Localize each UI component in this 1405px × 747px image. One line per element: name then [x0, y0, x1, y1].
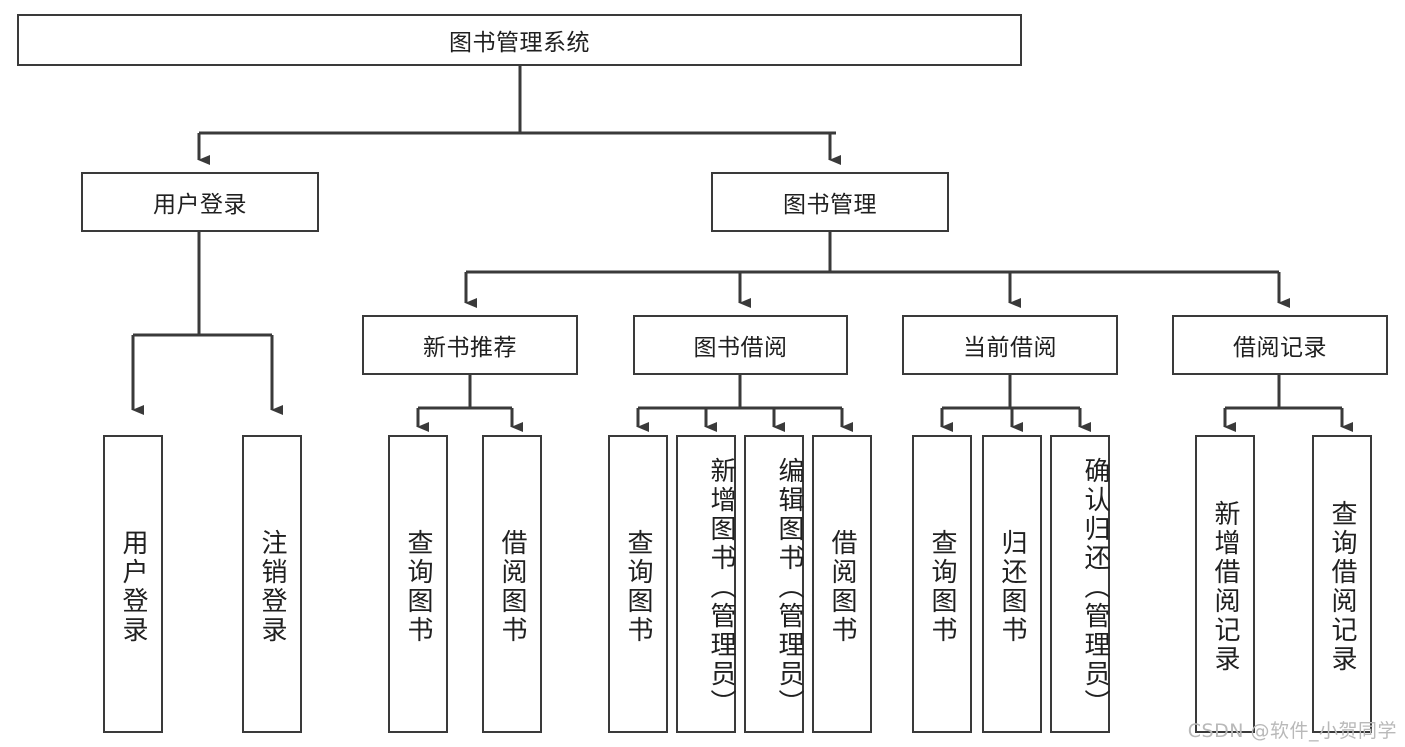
node-book-borrow-label: 图书借阅 [693, 335, 788, 361]
leaf-borrow-query-book[interactable]: 查询图书 [608, 435, 668, 733]
node-new-book-recommend[interactable]: 新书推荐 [362, 315, 578, 375]
leaf-borrow-add-book-admin[interactable]: 新增图书（管理员） [676, 435, 736, 733]
node-book-management[interactable]: 图书管理 [711, 172, 949, 232]
leaf-record-query[interactable]: 查询借阅记录 [1312, 435, 1372, 733]
leaf-user-login[interactable]: 用户登录 [103, 435, 163, 733]
node-root[interactable]: 图书管理系统 [17, 14, 1022, 66]
leaf-borrow-edit-book-admin-label: 编辑图书（管理员） [774, 456, 804, 718]
leaf-current-query-book-label: 查询图书 [927, 529, 957, 645]
leaf-borrow-query-book-label: 查询图书 [623, 529, 653, 645]
leaf-current-query-book[interactable]: 查询图书 [912, 435, 972, 733]
node-root-label: 图书管理系统 [449, 30, 590, 56]
leaf-borrow-edit-book-admin[interactable]: 编辑图书（管理员） [744, 435, 804, 733]
node-borrow-record[interactable]: 借阅记录 [1172, 315, 1388, 375]
leaf-borrow-add-book-admin-label: 新增图书（管理员） [706, 456, 736, 718]
leaf-record-query-label: 查询借阅记录 [1327, 500, 1357, 674]
watermark-text: CSDN @软件_小贺同学 [1187, 720, 1397, 742]
leaf-newbook-query-book[interactable]: 查询图书 [388, 435, 448, 733]
node-borrow-record-label: 借阅记录 [1233, 335, 1327, 361]
node-current-borrow-label: 当前借阅 [963, 335, 1057, 361]
leaf-user-logout[interactable]: 注销登录 [242, 435, 302, 733]
leaf-current-return-book-label: 归还图书 [997, 529, 1027, 645]
leaf-newbook-query-book-label: 查询图书 [403, 529, 433, 645]
leaf-record-add-label: 新增借阅记录 [1210, 500, 1240, 674]
leaf-newbook-borrow-book[interactable]: 借阅图书 [482, 435, 542, 733]
node-book-borrow[interactable]: 图书借阅 [633, 315, 848, 375]
node-user-login[interactable]: 用户登录 [81, 172, 319, 232]
leaf-current-confirm-return-admin-label: 确认归还（管理员） [1080, 456, 1110, 718]
leaf-borrow-lend-book[interactable]: 借阅图书 [812, 435, 872, 733]
node-new-book-recommend-label: 新书推荐 [423, 335, 517, 361]
leaf-user-login-label: 用户登录 [118, 529, 148, 645]
leaf-newbook-borrow-book-label: 借阅图书 [497, 529, 527, 645]
node-current-borrow[interactable]: 当前借阅 [902, 315, 1118, 375]
leaf-user-logout-label: 注销登录 [257, 529, 287, 645]
node-book-management-label: 图书管理 [783, 192, 877, 218]
leaf-record-add[interactable]: 新增借阅记录 [1195, 435, 1255, 733]
node-user-login-label: 用户登录 [153, 192, 247, 218]
leaf-current-confirm-return-admin[interactable]: 确认归还（管理员） [1050, 435, 1110, 733]
leaf-current-return-book[interactable]: 归还图书 [982, 435, 1042, 733]
leaf-borrow-lend-book-label: 借阅图书 [827, 529, 857, 645]
